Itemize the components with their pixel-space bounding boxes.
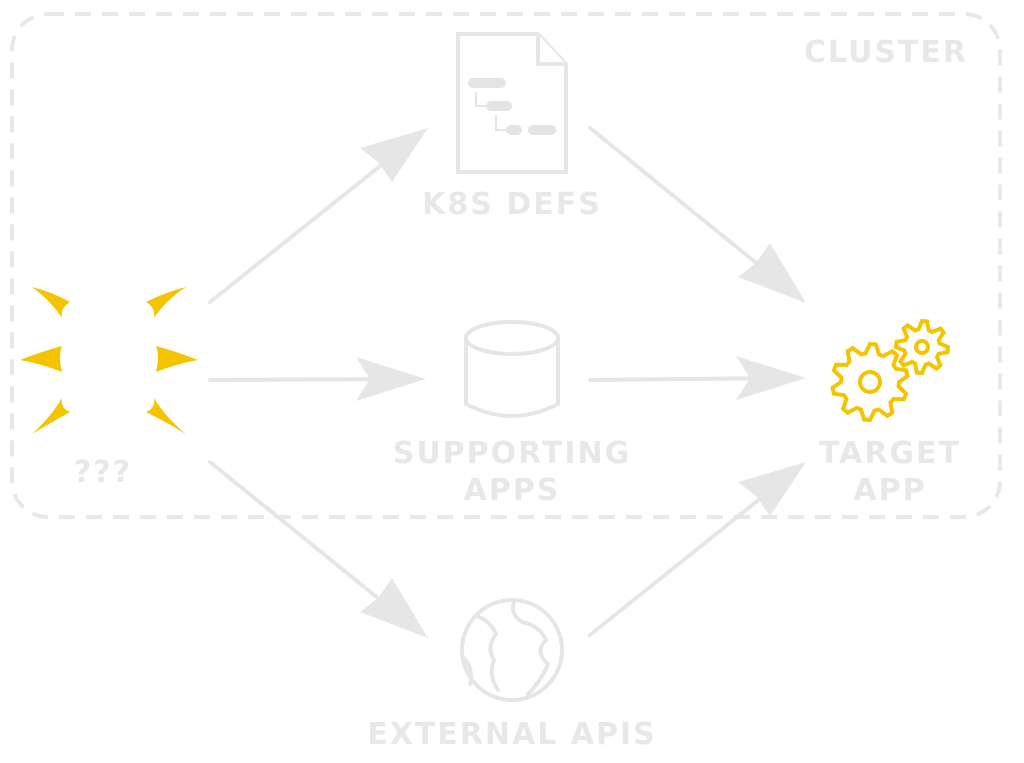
globe-icon <box>460 598 564 702</box>
k8s-defs-label: K8S DEFS <box>422 187 602 222</box>
supporting-apps-label-line1: SUPPORTING <box>393 436 632 471</box>
burst-icon <box>20 287 198 434</box>
arrow-external-apis-to-target-app <box>588 462 806 637</box>
target-app-label-line2: APP <box>853 473 926 508</box>
arrow-unknown-to-k8s-defs <box>208 128 428 304</box>
cluster-label: CLUSTER <box>804 35 968 70</box>
external-apis-label: EXTERNAL APIS <box>367 717 657 752</box>
target-app-label-line1: TARGET <box>819 436 961 471</box>
gears-icon <box>830 318 951 423</box>
arrow-unknown-to-supporting-apps <box>208 357 426 401</box>
cluster-boundary <box>10 12 1002 519</box>
unknown-label: ??? <box>74 455 132 490</box>
arrow-supporting-apps-to-target-app <box>588 356 806 400</box>
arrow-unknown-to-external-apis <box>208 460 428 638</box>
document-tree-icon <box>456 32 568 174</box>
arrow-k8s-defs-to-target-app <box>588 126 806 303</box>
supporting-apps-label-line2: APPS <box>464 473 561 508</box>
database-icon <box>464 320 560 418</box>
